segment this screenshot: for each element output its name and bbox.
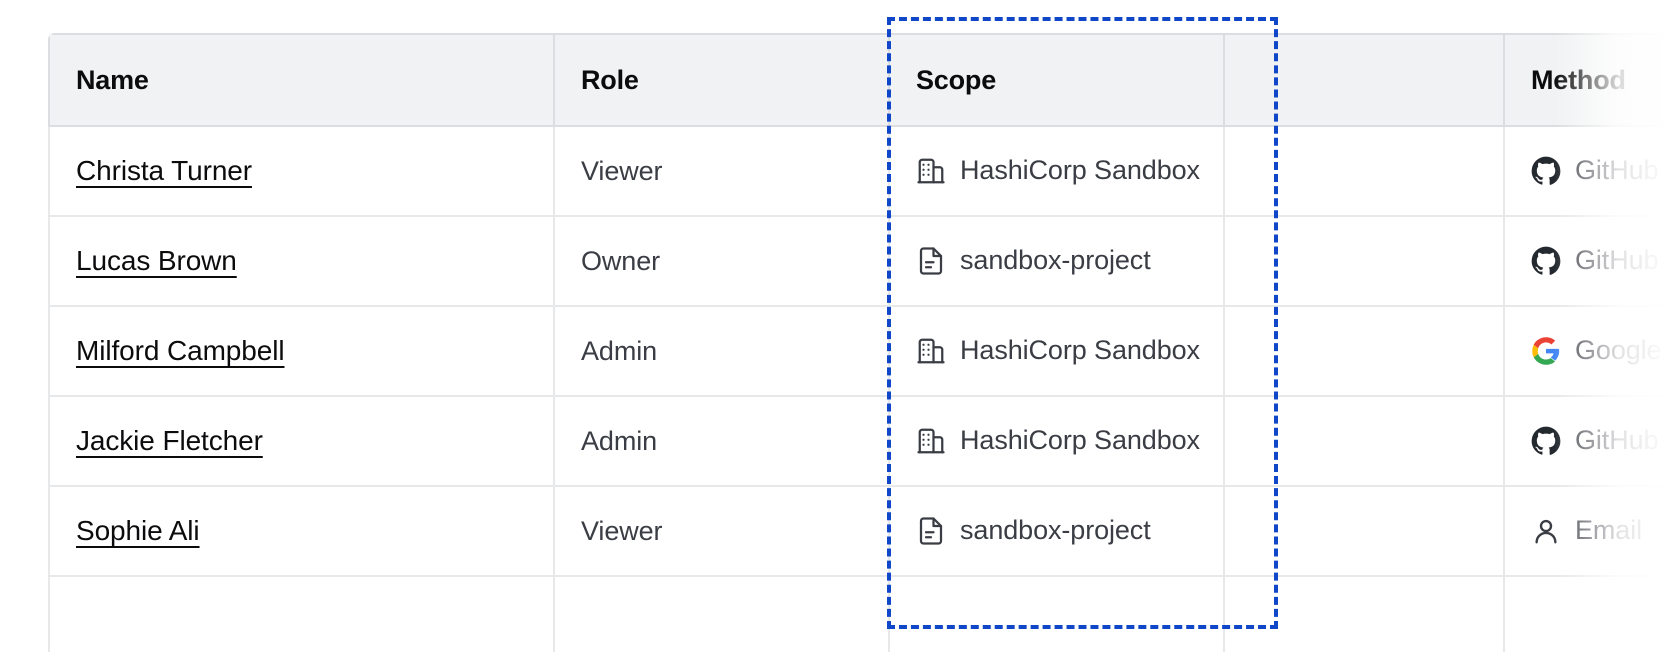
cell-blank [1224,486,1505,577]
table-row: Christa Turner Viewer [48,126,1672,217]
cell-role: Viewer [554,126,890,217]
table-row: Milford Campbell Admin [48,306,1672,397]
cell-role: Owner [554,216,890,307]
scope-label: HashiCorp Sandbox [960,335,1200,365]
organization-building-icon [916,336,946,366]
cell-role: Viewer [554,486,890,577]
github-icon [1531,156,1561,186]
cell-scope: HashiCorp Sandbox [889,126,1225,217]
cell-blank [1224,216,1505,307]
column-header-blank [1224,33,1505,127]
member-name-link[interactable]: Lucas Brown [76,245,237,276]
cell-scope: sandbox-project [889,486,1225,577]
scope-label: HashiCorp Sandbox [960,425,1200,455]
cell-role [554,576,890,652]
organization-building-icon [916,426,946,456]
cell-scope: sandbox-project [889,216,1225,307]
cell-blank [1224,306,1505,397]
project-document-icon [916,246,946,276]
google-icon [1531,336,1561,366]
table-row: Lucas Brown Owner sa [48,216,1672,307]
cell-name [48,576,555,652]
members-table-container: Name Role Scope Method Christa Turner Vi… [48,33,1672,652]
scope-label: sandbox-project [960,245,1151,275]
cell-name: Lucas Brown [48,216,555,307]
member-name-link[interactable]: Milford Campbell [76,335,285,366]
project-document-icon [916,516,946,546]
column-header-role[interactable]: Role [554,33,890,127]
cell-name: Milford Campbell [48,306,555,397]
method-label: GitHub [1575,425,1659,455]
table-row [48,576,1672,652]
cell-role: Admin [554,306,890,397]
table-header-row: Name Role Scope Method [48,33,1672,127]
table-row: Jackie Fletcher Admin [48,396,1672,487]
cell-role: Admin [554,396,890,487]
cell-method: GitHub [1504,126,1672,217]
member-name-link[interactable]: Sophie Ali [76,515,200,546]
cell-method [1504,576,1672,652]
cell-scope: HashiCorp Sandbox [889,306,1225,397]
method-label: Email [1575,515,1643,545]
cell-name: Christa Turner [48,126,555,217]
cell-scope [889,576,1225,652]
user-person-icon [1531,516,1561,546]
member-name-link[interactable]: Christa Turner [76,155,252,186]
cell-scope: HashiCorp Sandbox [889,396,1225,487]
cell-blank [1224,576,1505,652]
cell-name: Jackie Fletcher [48,396,555,487]
github-icon [1531,246,1561,276]
method-label: GitHub [1575,245,1659,275]
table-header: Name Role Scope Method [48,33,1672,127]
cell-method: GitHub [1504,216,1672,307]
cell-method: Email [1504,486,1672,577]
column-header-name[interactable]: Name [48,33,555,127]
table-row: Sophie Ali Viewer sa [48,486,1672,577]
scope-label: sandbox-project [960,515,1151,545]
column-header-scope[interactable]: Scope [889,33,1225,127]
member-name-link[interactable]: Jackie Fletcher [76,425,263,456]
cell-method: Google [1504,306,1672,397]
table-body: Christa Turner Viewer [48,126,1672,652]
cell-name: Sophie Ali [48,486,555,577]
method-label: Google [1575,335,1662,365]
organization-building-icon [916,156,946,186]
github-icon [1531,426,1561,456]
method-label: GitHub [1575,155,1659,185]
members-table: Name Role Scope Method Christa Turner Vi… [48,33,1672,652]
scope-label: HashiCorp Sandbox [960,155,1200,185]
cell-blank [1224,396,1505,487]
column-header-method[interactable]: Method [1504,33,1672,127]
cell-method: GitHub [1504,396,1672,487]
cell-blank [1224,126,1505,217]
